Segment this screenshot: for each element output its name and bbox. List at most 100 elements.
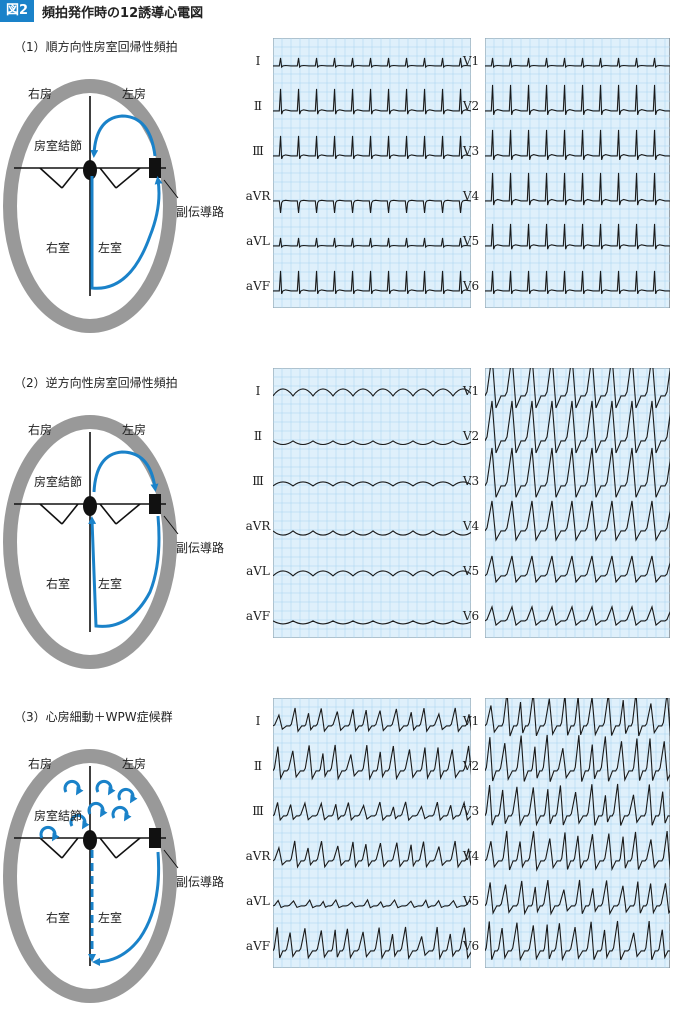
lead-label: Ⅰ: [255, 383, 261, 398]
lead-label: V1: [462, 53, 480, 68]
ecg-trace-Ⅱ: [273, 88, 471, 115]
ecg-trace-V1: [485, 368, 670, 409]
lead-label: aVR: [245, 188, 271, 203]
ecg-trace-V1: [485, 57, 670, 69]
valve-leaflet: [61, 837, 79, 859]
label-av-node: 房室結節: [34, 808, 82, 823]
label-left-ventricle: 左室: [98, 240, 122, 255]
lead-label: V4: [462, 188, 480, 203]
av-node: [83, 160, 97, 180]
lead-label: Ⅲ: [252, 803, 264, 818]
fibrillation-wave: [87, 801, 108, 818]
leader-line: [163, 849, 179, 869]
lead-label: aVR: [245, 848, 271, 863]
lead-label: V3: [462, 803, 480, 818]
ecg-trace-aVL: [273, 898, 471, 909]
valve-leaflet: [115, 837, 141, 859]
ecg-trace-V2: [485, 734, 670, 782]
lead-label: Ⅰ: [255, 713, 261, 728]
ecg-trace-V5: [485, 555, 670, 584]
label-left-atrium: 左房: [122, 422, 146, 437]
lead-label: V2: [462, 428, 480, 443]
label-right-atrium: 右房: [28, 422, 52, 437]
lead-label: Ⅲ: [252, 473, 264, 488]
ecg-trace-aVF: [273, 620, 471, 625]
label-right-atrium: 右房: [28, 86, 52, 101]
ecg-trace-aVL: [273, 237, 471, 249]
ecg-panel-limb-leads: [273, 368, 471, 638]
valve-leaflet: [115, 503, 141, 525]
ecg-trace-Ⅲ: [273, 481, 471, 487]
lead-label: V4: [462, 518, 480, 533]
ecg-trace-V2: [485, 84, 670, 115]
lead-label: aVR: [245, 518, 271, 533]
lead-label: V1: [462, 383, 480, 398]
ecg-trace-V2: [485, 400, 670, 454]
section-caption: （1）順方向性房室回帰性頻拍: [14, 40, 178, 54]
lead-label: Ⅱ: [253, 98, 263, 113]
valve-leaflet: [99, 503, 117, 525]
figure-header: 図2 頻拍発作時の12誘導心電図: [0, 0, 203, 22]
ecg-panel-chest-leads: [485, 698, 670, 968]
ecg-trace-aVR: [273, 199, 471, 213]
label-left-ventricle: 左室: [98, 910, 122, 925]
ecg-panel-chest-leads: [485, 368, 670, 638]
heart-diagram: 右房左房房室結節右室左室副伝導路: [3, 749, 224, 1003]
lead-label: aVL: [246, 563, 270, 578]
conduction-path: [92, 851, 161, 966]
lead-label: aVL: [246, 233, 270, 248]
ecg-trace-V4: [485, 500, 670, 542]
conduction-path-atrial: [92, 450, 159, 493]
ecg-trace-aVL: [273, 570, 471, 577]
ecg-panel-limb-leads: [273, 698, 471, 968]
label-av-node: 房室結節: [34, 474, 82, 489]
lead-label: V3: [462, 143, 480, 158]
conduction-path: [90, 176, 163, 290]
lead-label: V1: [462, 713, 480, 728]
ecg-trace-V3: [485, 447, 670, 498]
valve-leaflet: [99, 837, 117, 859]
valve-leaflet: [39, 837, 63, 859]
lead-label: Ⅱ: [253, 428, 263, 443]
fibrillation-wave: [117, 787, 138, 804]
fibrillation-wave: [69, 813, 90, 830]
ecg-trace-aVR: [273, 530, 471, 536]
lead-label: V2: [462, 98, 480, 113]
ecg-panel-limb-leads: [273, 38, 471, 308]
ecg-trace-Ⅰ: [273, 707, 471, 733]
lead-label: V6: [462, 938, 480, 953]
ecg-trace-Ⅰ: [273, 57, 471, 69]
label-accessory-pathway: 副伝導路: [176, 540, 224, 555]
label-av-node: 房室結節: [34, 138, 82, 153]
figure-badge: 図2: [0, 0, 35, 22]
av-node: [83, 830, 97, 850]
ecg-trace-Ⅱ: [273, 440, 471, 446]
label-accessory-pathway: 副伝導路: [176, 204, 224, 219]
ecg-trace-V6: [485, 270, 670, 295]
ecg-trace-V6: [485, 605, 670, 627]
lead-label: aVL: [246, 893, 270, 908]
valve-leaflet: [99, 167, 117, 189]
lead-label: aVF: [245, 608, 271, 623]
accessory-pathway: [149, 158, 161, 178]
ecg-trace-Ⅲ: [273, 135, 471, 160]
fibrillation-wave: [111, 805, 132, 822]
accessory-pathway: [149, 494, 161, 514]
section-caption: （2）逆方向性房室回帰性頻拍: [14, 376, 178, 390]
lead-label: V5: [462, 893, 480, 908]
ecg-trace-V5: [485, 223, 670, 250]
lead-label: aVF: [245, 278, 271, 293]
heart-diagram: 右房左房房室結節右室左室副伝導路: [3, 79, 224, 333]
label-left-ventricle: 左室: [98, 576, 122, 591]
ecg-trace-aVR: [273, 840, 471, 869]
ecg-trace-V4: [485, 830, 670, 872]
lead-label: Ⅲ: [252, 143, 264, 158]
label-left-atrium: 左房: [122, 86, 146, 101]
ecg-trace-V1: [485, 698, 670, 737]
leader-line: [163, 179, 179, 199]
label-right-ventricle: 右室: [46, 576, 70, 591]
